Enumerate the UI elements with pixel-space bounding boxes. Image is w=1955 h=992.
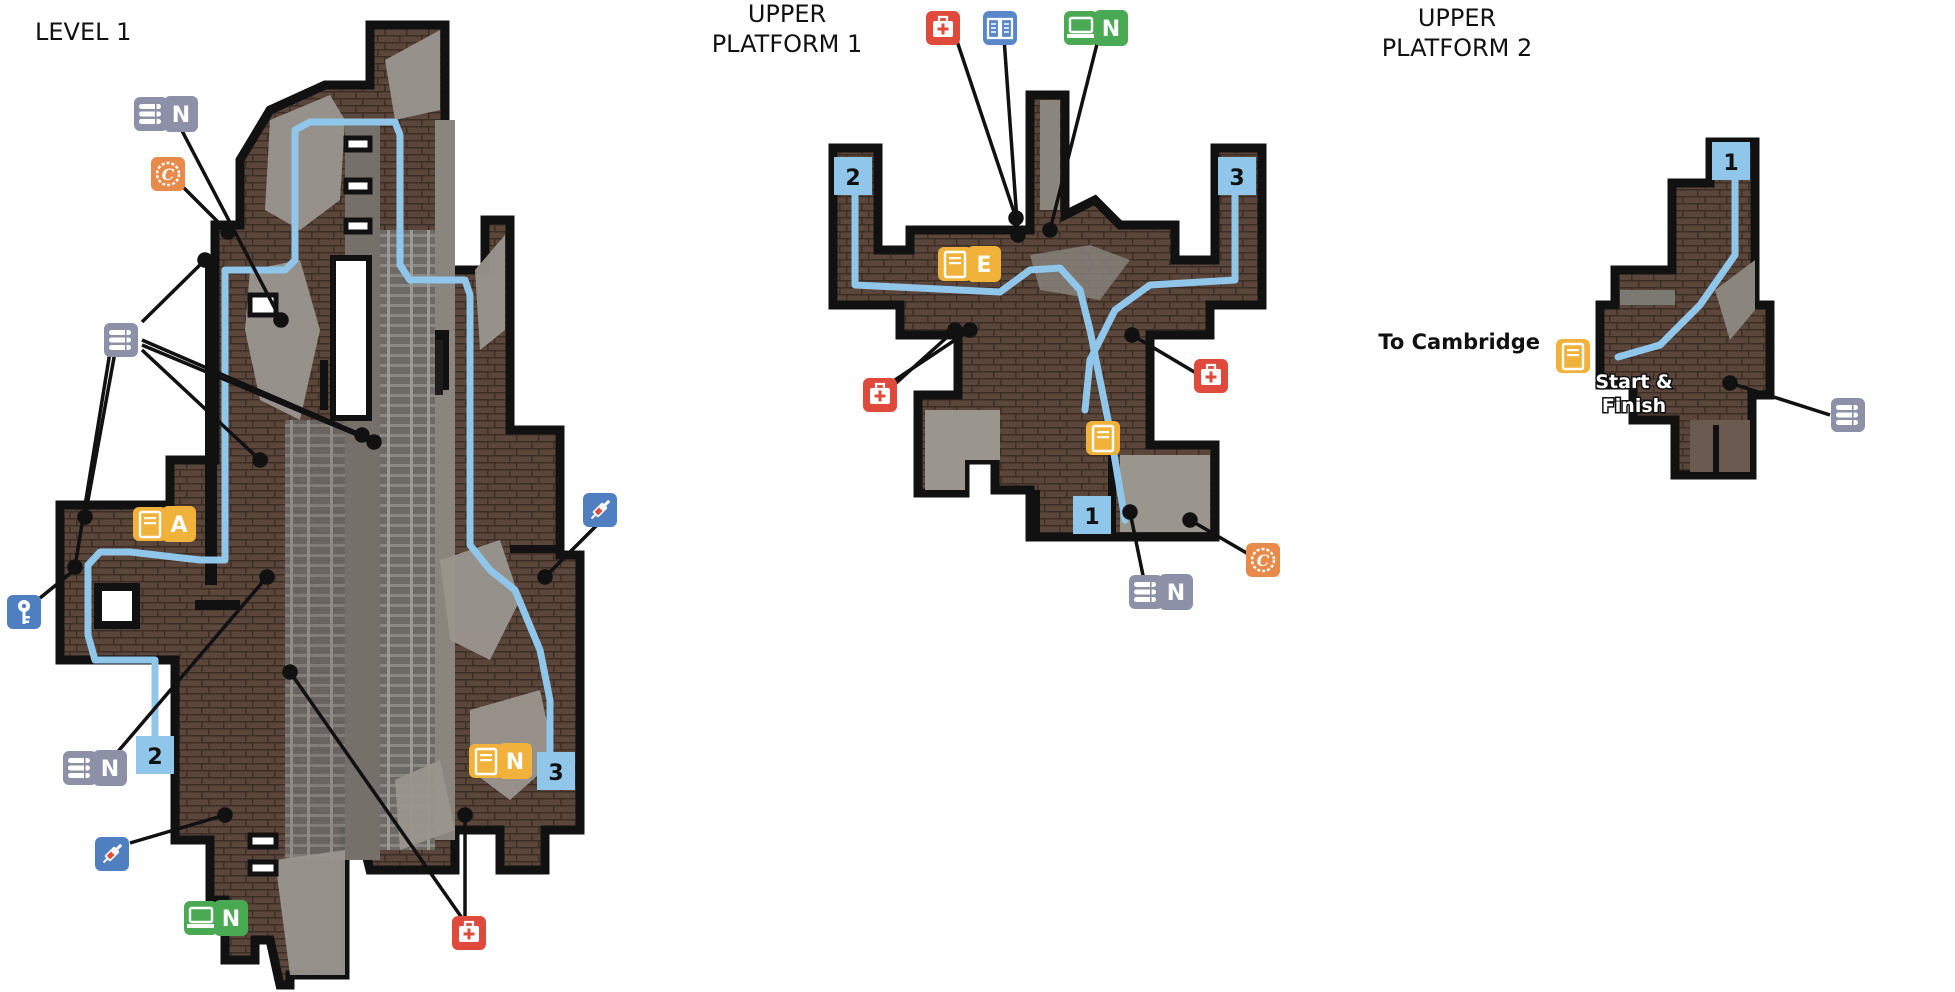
upper-platform-2-title: UPPER [1418, 4, 1496, 32]
notebook-letter: A [170, 513, 187, 538]
notebook-icon: N [468, 743, 532, 779]
medkit-icon [925, 10, 961, 46]
notebook-letter: N [506, 750, 524, 775]
notebook-letter: E [976, 253, 991, 278]
waypoint-number: 1 [1723, 151, 1738, 176]
to-cambridge-label: To Cambridge [1378, 330, 1540, 354]
waypoint-number: 1 [1084, 505, 1099, 530]
start-finish-label: Start & [1595, 371, 1672, 393]
upper-platform-1-map: UPPER PLATFORM 1 N E [712, 0, 1281, 610]
notebook-icon [1085, 420, 1121, 456]
waypoint-number: 3 [1229, 166, 1244, 191]
upper-platform-2-map: UPPER PLATFORM 2 To Cambridge Start & Fi… [1378, 4, 1865, 480]
upper-platform-2-subtitle: PLATFORM 2 [1382, 34, 1533, 62]
upper-platform-2-floor [1595, 137, 1775, 480]
waypoint-marker: 1 [1712, 142, 1750, 180]
upper-platform-1-leaders [893, 37, 1251, 586]
ammo-icon [104, 323, 138, 357]
level-1-route [84, 118, 554, 769]
waypoint-marker: 3 [1218, 157, 1256, 195]
ammo-letter: N [101, 757, 119, 782]
start-finish-label-line2: Finish [1602, 395, 1666, 417]
terminal-icon: N [1063, 10, 1128, 46]
upper-platform-2-leaders [1722, 375, 1831, 417]
upper-platform-2-route [1614, 156, 1739, 361]
waypoint-number: 2 [147, 745, 162, 770]
waypoint-number: 3 [548, 761, 563, 786]
medkit-icon [451, 915, 487, 951]
medkit-icon [862, 377, 898, 413]
terminal-letter: N [1102, 17, 1120, 42]
ammo-icon: N [134, 96, 198, 132]
caps-icon [150, 156, 186, 192]
notebook-icon: A [132, 506, 196, 542]
level-1-leaders [38, 126, 599, 920]
ammo-icon: N [63, 750, 127, 786]
syringe-icon [95, 837, 129, 871]
ammo-icon: N [1129, 574, 1193, 610]
waypoint-number: 2 [845, 166, 860, 191]
rail-tracks [380, 230, 435, 850]
key-icon [7, 595, 41, 629]
medkit-icon [1193, 358, 1229, 394]
pillars [94, 135, 560, 877]
upper-platform-1-route [851, 171, 1239, 524]
level-1-title: LEVEL 1 [35, 18, 131, 46]
upper-platform-1-subtitle: PLATFORM 1 [712, 30, 863, 58]
waypoint-marker: 3 [537, 752, 575, 790]
ammo-letter: N [1167, 581, 1185, 606]
terminal-icon: N [183, 900, 248, 936]
notebook-icon: E [937, 246, 1001, 282]
ammo-icon [1831, 398, 1865, 432]
waypoint-marker: 2 [834, 157, 872, 195]
notebook-icon [1555, 338, 1591, 374]
upper-platform-1-title: UPPER [748, 0, 826, 28]
terminal-letter: N [222, 907, 240, 932]
waypoint-marker: 1 [1073, 496, 1111, 534]
level-1-map: LEVEL 1 [7, 18, 617, 990]
waypoint-marker: 2 [136, 736, 174, 774]
book-icon [982, 10, 1018, 46]
caps-icon [1245, 542, 1281, 578]
ammo-letter: N [172, 103, 190, 128]
syringe-icon [583, 493, 617, 527]
